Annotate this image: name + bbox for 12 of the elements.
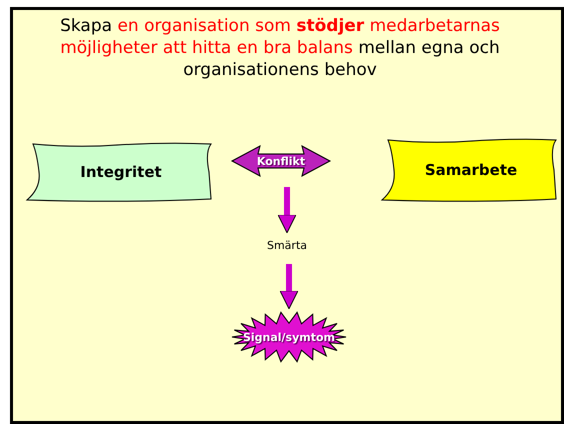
title: Skapa en organisation som stödjer medarbetarnas möjligheter att hitta en bra balans mellan egna och organisationens behov xyxy=(59,15,501,81)
scroll-box xyxy=(27,142,215,202)
arrow xyxy=(278,187,296,234)
double-arrow-shape xyxy=(232,145,330,177)
node-label: Samarbete xyxy=(424,161,518,179)
node-label: Signal/symtom xyxy=(242,330,336,344)
starburst-shape xyxy=(232,312,346,362)
node-label: Konflikt xyxy=(256,154,306,168)
scroll-box xyxy=(382,138,560,202)
node-label: Integritet xyxy=(80,163,162,181)
node-label: Smärta xyxy=(266,238,307,252)
arrow xyxy=(280,264,298,310)
